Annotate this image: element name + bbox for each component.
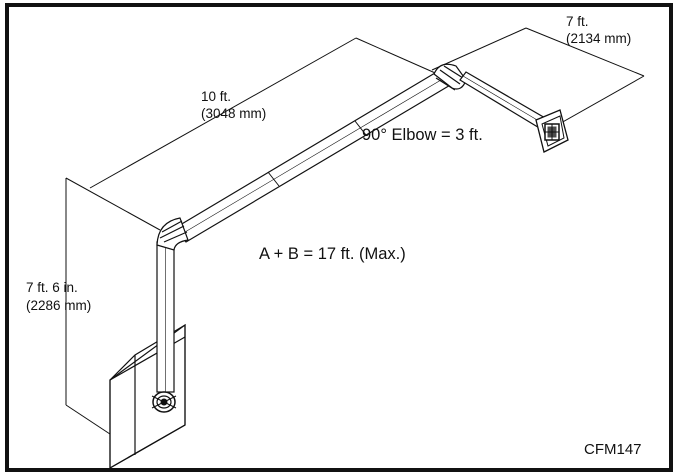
vertical-pipe bbox=[156, 241, 175, 393]
figure-code: CFM147 bbox=[584, 441, 642, 458]
elbow-rule: 90° Elbow = 3 ft. bbox=[362, 126, 483, 144]
figure-frame bbox=[5, 3, 673, 472]
segment-c-length: 7 ft. bbox=[566, 14, 589, 29]
lower-elbow-icon bbox=[156, 217, 189, 251]
segment-a-length: 7 ft. 6 in. bbox=[26, 280, 78, 295]
segment-a-metric: (2286 mm) bbox=[26, 298, 92, 313]
upper-terminal-icon bbox=[535, 109, 569, 153]
segment-b-metric: (3048 mm) bbox=[201, 106, 267, 121]
segment-b-length: 10 ft. bbox=[201, 89, 232, 104]
dimension-lines bbox=[65, 27, 645, 439]
total-length-rule: A + B = 17 ft. (Max.) bbox=[259, 245, 406, 263]
segment-c-metric: (2134 mm) bbox=[566, 31, 632, 46]
lower-terminal-icon bbox=[151, 391, 177, 413]
